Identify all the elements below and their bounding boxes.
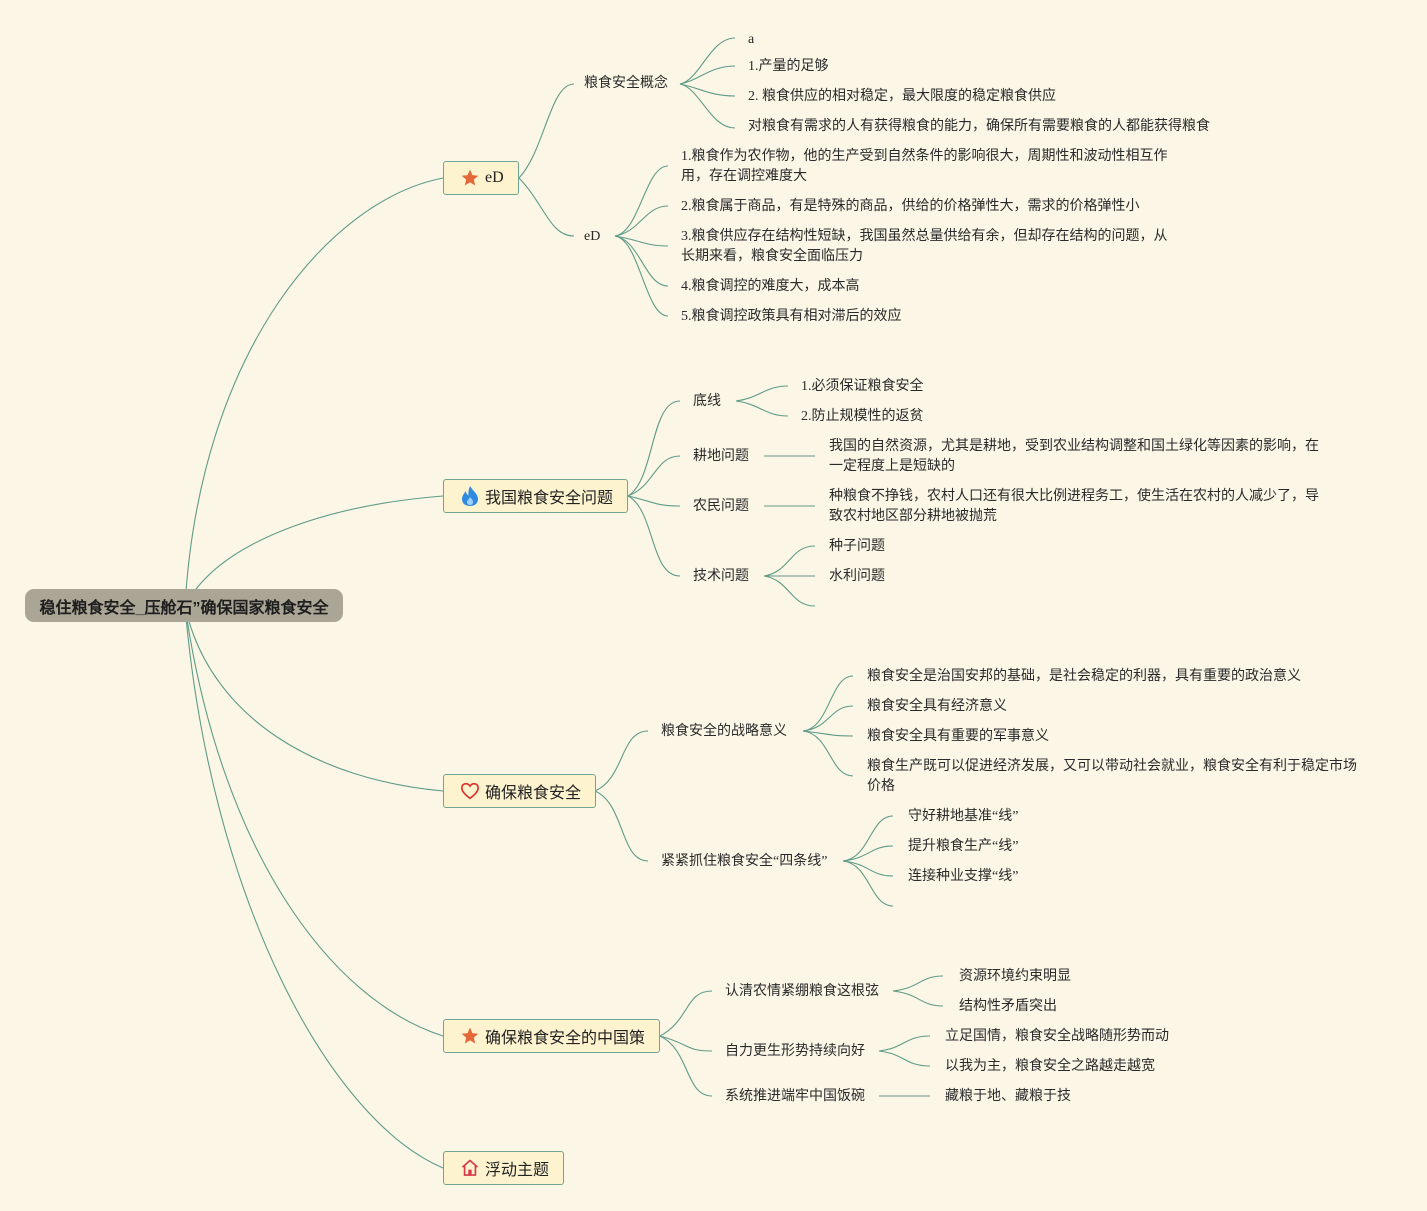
- subtopic-farmer-issue[interactable]: 农民问题: [693, 499, 749, 514]
- leaf-item[interactable]: 资源环境约束明显: [959, 969, 1071, 984]
- leaf-item[interactable]: 我国的自然资源，尤其是耕地，受到农业结构调整和国土绿化等因素的影响，在一定程度上…: [829, 439, 1319, 474]
- leaf-item[interactable]: 对粮食有需求的人有获得粮食的能力，确保所有需要粮食的人都能获得粮食: [748, 119, 1210, 134]
- floating-topic[interactable]: 浮动主题: [443, 1151, 564, 1185]
- topic-label: 确保粮食安全: [485, 785, 582, 802]
- star-icon: [459, 1025, 481, 1047]
- leaf-item[interactable]: 粮食安全具有经济意义: [867, 699, 1007, 714]
- topic-label: eD: [485, 169, 504, 186]
- subtopic-bottom-line[interactable]: 底线: [693, 394, 721, 409]
- topic-label: 我国粮食安全问题: [485, 490, 614, 507]
- star-icon: [459, 167, 481, 189]
- leaf-item[interactable]: 3.粮食供应存在结构性短缺，我国虽然总量供给有余，但却存在结构的问题，从长期来看…: [681, 229, 1168, 264]
- subtopic-technology-issue[interactable]: 技术问题: [693, 569, 749, 584]
- heart-icon: [459, 780, 481, 802]
- subtopic-understand-agriculture[interactable]: 认清农情紧绷粮食这根弦: [725, 984, 879, 999]
- subtopic-farmland-issue[interactable]: 耕地问题: [693, 449, 749, 464]
- leaf-item[interactable]: 5.粮食调控政策具有相对滞后的效应: [681, 309, 902, 324]
- home-icon: [459, 1157, 481, 1179]
- subtopic-secure-rice-bowl[interactable]: 系统推进端牢中国饭碗: [725, 1089, 865, 1104]
- subtopic-four-lines[interactable]: 紧紧抓住粮食安全“四条线”: [661, 854, 828, 869]
- leaf-item[interactable]: 立足国情，粮食安全战略随形势而动: [945, 1029, 1169, 1044]
- main-topic-ed[interactable]: eD: [443, 161, 519, 195]
- leaf-item[interactable]: 2.防止规模性的返贫: [801, 409, 924, 424]
- topic-label: 确保粮食安全的中国策: [485, 1030, 646, 1047]
- main-topic-food-security-issues[interactable]: 我国粮食安全问题: [443, 479, 628, 513]
- leaf-item[interactable]: 2. 粮食供应的相对稳定，最大限度的稳定粮食供应: [748, 89, 1056, 104]
- leaf-item[interactable]: 1.产量的足够: [748, 59, 829, 74]
- leaf-item[interactable]: 以我为主，粮食安全之路越走越宽: [945, 1059, 1155, 1074]
- leaf-item[interactable]: 水利问题: [829, 569, 885, 584]
- leaf-item[interactable]: a: [748, 32, 755, 47]
- subtopic-self-reliance[interactable]: 自力更生形势持续向好: [725, 1044, 865, 1059]
- leaf-item[interactable]: 种粮食不挣钱，农村人口还有很大比例进程务工，使生活在农村的人减少了，导致农村地区…: [829, 489, 1319, 524]
- leaf-item[interactable]: 种子问题: [829, 539, 885, 554]
- subtopic-food-security-concept[interactable]: 粮食安全概念: [584, 76, 668, 91]
- leaf-item[interactable]: 1.必须保证粮食安全: [801, 379, 924, 394]
- leaf-item[interactable]: 2.粮食属于商品，有是特殊的商品，供给的价格弹性大，需求的价格弹性小: [681, 199, 1140, 214]
- leaf-item[interactable]: 1.粮食作为农作物，他的生产受到自然条件的影响很大，周期性和波动性相互作用，存在…: [681, 149, 1168, 184]
- fire-icon: [459, 485, 481, 507]
- leaf-item[interactable]: 提升粮食生产“线”: [908, 839, 1019, 854]
- leaf-item[interactable]: 粮食安全具有重要的军事意义: [867, 729, 1049, 744]
- leaf-item[interactable]: 粮食安全是治国安邦的基础，是社会稳定的利器，具有重要的政治意义: [867, 669, 1301, 684]
- leaf-item[interactable]: 4.粮食调控的难度大，成本高: [681, 279, 860, 294]
- leaf-item[interactable]: 藏粮于地、藏粮于技: [945, 1089, 1071, 1104]
- leaf-item[interactable]: 守好耕地基准“线”: [908, 809, 1019, 824]
- leaf-item[interactable]: 连接种业支撑“线”: [908, 869, 1019, 884]
- main-topic-ensure-food-security[interactable]: 确保粮食安全: [443, 774, 596, 808]
- topic-label: 浮动主题: [485, 1162, 550, 1179]
- subtopic-strategic-significance[interactable]: 粮食安全的战略意义: [661, 724, 787, 739]
- main-topic-china-strategy[interactable]: 确保粮食安全的中国策: [443, 1019, 660, 1053]
- central-topic[interactable]: 稳住粮食安全_压舱石”确保国家粮食安全: [25, 589, 343, 622]
- subtopic-ed[interactable]: eD: [584, 229, 601, 244]
- leaf-item[interactable]: 粮食生产既可以促进经济发展，又可以带动社会就业，粮食安全有利于稳定市场价格: [867, 759, 1357, 794]
- leaf-item[interactable]: 结构性矛盾突出: [959, 999, 1057, 1014]
